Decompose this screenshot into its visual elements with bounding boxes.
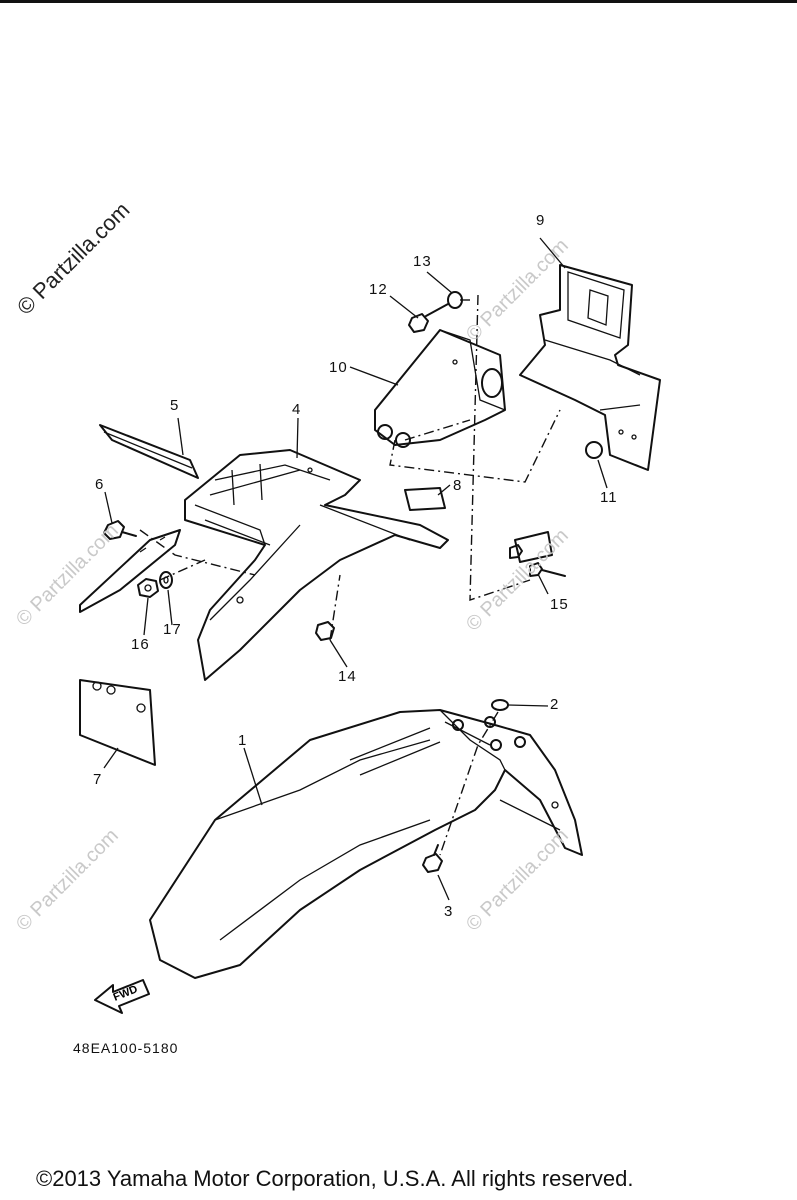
part-8-label — [404, 487, 446, 511]
callout-8: 8 — [453, 477, 463, 494]
part-1-front-fender — [149, 709, 583, 979]
alignment-lines — [139, 294, 561, 856]
part-16-nut — [137, 578, 159, 598]
callout-11: 11 — [600, 489, 618, 506]
part-6-bolt — [103, 520, 137, 540]
callout-17: 17 — [163, 621, 182, 638]
copyright-notice: ©2013 Yamaha Motor Corporation, U.S.A. A… — [36, 1166, 634, 1191]
callout-2: 2 — [550, 696, 560, 713]
part-5-strip — [99, 424, 199, 479]
callout-14: 14 — [338, 668, 357, 685]
callout-12: 12 — [369, 281, 388, 298]
top-border — [0, 0, 797, 3]
callout-9: 9 — [536, 212, 546, 229]
part-2-nut — [491, 699, 509, 711]
callout-15: 15 — [550, 596, 569, 613]
callout-4: 4 — [292, 401, 302, 418]
part-4-rear-fender — [184, 449, 449, 681]
diagram-code: 48EA100-5180 — [73, 1040, 179, 1056]
callout-5: 5 — [170, 397, 180, 414]
fwd-label: FWD — [112, 983, 140, 1004]
callout-1: 1 — [238, 732, 248, 749]
callout-10: 10 — [329, 359, 348, 376]
part-9-plate-bracket — [519, 264, 661, 471]
callout-7: 7 — [93, 771, 103, 788]
callout-leaders — [103, 237, 608, 901]
part-15-bolts — [509, 531, 566, 577]
rear-fender-stay — [79, 529, 181, 613]
callout-13: 13 — [413, 253, 432, 270]
part-17-washer — [159, 571, 173, 589]
callout-6: 6 — [95, 476, 105, 493]
part-3-bolt — [422, 844, 443, 873]
part-13-washer — [447, 291, 463, 309]
part-10-tail-cover — [374, 329, 506, 448]
part-7-number-plate — [79, 679, 156, 766]
part-12-bolt — [408, 303, 449, 333]
callout-3: 3 — [444, 903, 454, 920]
fwd-arrow-icon: FWD — [94, 979, 150, 1014]
callout-16: 16 — [131, 636, 150, 653]
part-11-reflector — [585, 441, 603, 459]
